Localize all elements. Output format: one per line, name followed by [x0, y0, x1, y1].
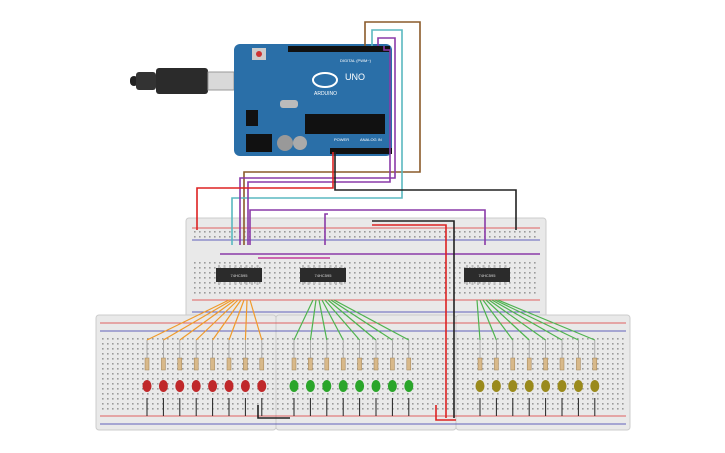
output-wire	[485, 299, 530, 341]
resistor	[210, 357, 215, 371]
output-wire	[479, 299, 497, 341]
arduino-logo-text: UNO	[345, 72, 365, 82]
output-wire	[488, 299, 546, 341]
resistor	[324, 357, 330, 371]
led[interactable]	[355, 380, 365, 392]
resistor	[477, 357, 483, 371]
resistor	[357, 357, 362, 371]
led[interactable]	[305, 380, 315, 392]
output-wire	[327, 299, 377, 341]
led[interactable]	[191, 380, 201, 392]
output-wire	[212, 299, 242, 341]
led[interactable]	[338, 380, 348, 392]
arduino-digital-label: DIGITAL (PWM~)	[340, 58, 372, 63]
led[interactable]	[508, 380, 518, 392]
output-wire	[497, 299, 596, 341]
resistor	[144, 357, 150, 371]
shift-register-chip[interactable]: 74HC595	[216, 265, 262, 285]
resistor	[177, 357, 183, 371]
resistor	[576, 357, 581, 371]
output-wire	[482, 299, 514, 341]
shift-register-chip[interactable]: 74HC595	[464, 265, 510, 285]
resistor	[406, 357, 412, 371]
output-wire	[318, 299, 328, 341]
output-wire	[244, 299, 248, 341]
resistor	[510, 357, 516, 371]
arduino-uno-board[interactable]: UNO ARDUINO DIGITAL (PWM~) POWER ANALOG …	[234, 44, 392, 156]
output-wire	[179, 299, 236, 341]
resistor	[543, 357, 548, 371]
resistor	[592, 357, 598, 371]
output-wire	[146, 299, 230, 341]
resistor	[340, 357, 346, 371]
resistor	[291, 357, 297, 371]
led[interactable]	[541, 380, 551, 392]
led[interactable]	[524, 380, 534, 392]
led[interactable]	[590, 380, 600, 392]
led[interactable]	[257, 380, 267, 392]
chip-label: 74HC595	[315, 273, 333, 278]
resistor	[526, 357, 532, 371]
output-wire	[324, 299, 361, 341]
resistor	[390, 357, 395, 371]
output-wire	[333, 299, 410, 341]
arduino-wires	[196, 21, 540, 421]
resistor	[161, 357, 166, 371]
led[interactable]	[158, 380, 168, 392]
output-wire	[330, 299, 393, 341]
led[interactable]	[224, 380, 234, 392]
output-wire	[491, 299, 563, 341]
chip-label: 74HC595	[479, 273, 497, 278]
led[interactable]	[208, 380, 218, 392]
resistor	[243, 357, 248, 371]
shift-register-chips: 74HC595 74HC595 74HC595	[216, 265, 510, 285]
led[interactable]	[387, 380, 397, 392]
led[interactable]	[404, 380, 414, 392]
usb-cable	[130, 68, 235, 94]
resistor	[308, 357, 313, 371]
led[interactable]	[142, 380, 152, 392]
resistor	[259, 357, 265, 371]
led[interactable]	[491, 380, 501, 392]
output-wire	[228, 299, 245, 341]
chip-label: 74HC595	[231, 273, 249, 278]
output-wire	[309, 299, 317, 341]
resistor	[226, 357, 232, 371]
shift-register-chip[interactable]: 74HC595	[300, 265, 346, 285]
arduino-brand-text: ARDUINO	[314, 91, 337, 97]
resistor	[193, 357, 199, 371]
resistor	[373, 357, 379, 371]
output-wire	[163, 299, 233, 341]
led[interactable]	[322, 380, 332, 392]
led[interactable]	[371, 380, 381, 392]
lower-breadboards	[95, 314, 631, 431]
output-wire	[195, 299, 239, 341]
arduino-analog-label: ANALOG IN	[360, 137, 382, 142]
led[interactable]	[175, 380, 185, 392]
resistor	[494, 357, 499, 371]
resistor	[559, 357, 565, 371]
output-wire	[321, 299, 344, 341]
led[interactable]	[573, 380, 583, 392]
output-wire	[249, 299, 263, 341]
led[interactable]	[475, 380, 485, 392]
output-wire	[476, 299, 481, 341]
led[interactable]	[557, 380, 567, 392]
led[interactable]	[289, 380, 299, 392]
output-wire	[494, 299, 579, 341]
arduino-power-label: POWER	[334, 137, 349, 142]
output-wire	[293, 299, 314, 341]
led-array	[142, 299, 600, 416]
led[interactable]	[240, 380, 250, 392]
